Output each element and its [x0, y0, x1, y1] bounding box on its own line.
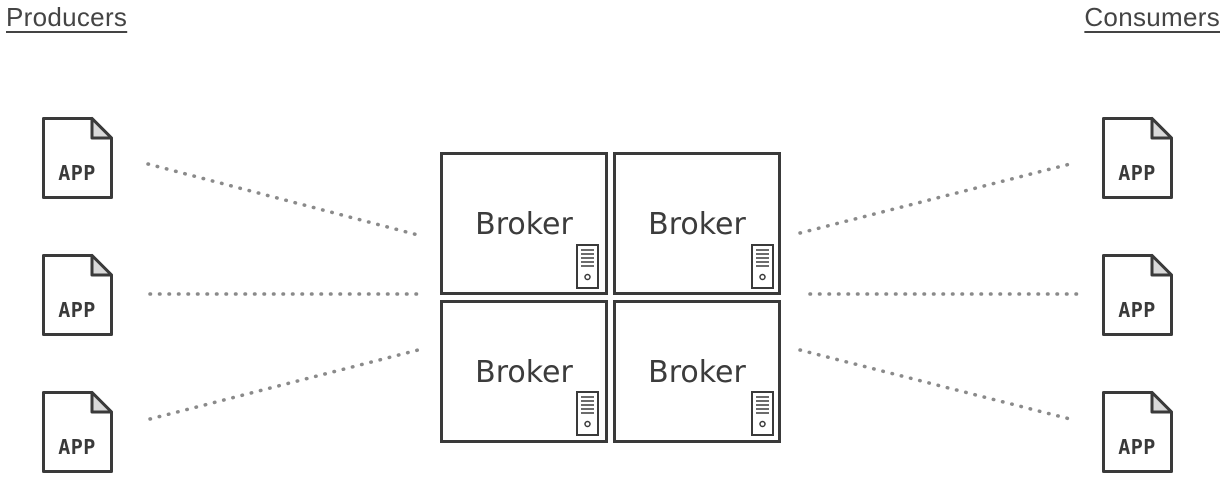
app-label: APP	[1118, 161, 1156, 185]
server-icon	[576, 244, 599, 289]
broker-label: Broker	[475, 355, 573, 390]
connector-line	[798, 162, 1072, 235]
server-icon	[751, 244, 774, 289]
app-label: APP	[58, 298, 96, 322]
broker-label: Broker	[648, 355, 746, 390]
connector-line	[798, 348, 1072, 421]
connector-line	[148, 348, 420, 421]
producers-heading: Producers	[6, 2, 128, 32]
page-corner	[1150, 117, 1173, 140]
producer-app-1: APP	[42, 117, 113, 199]
broker-2: Broker	[613, 152, 781, 295]
app-label: APP	[58, 435, 96, 459]
app-label: APP	[1118, 298, 1156, 322]
broker-label: Broker	[648, 207, 746, 242]
connector-line	[146, 162, 420, 237]
app-label: APP	[1118, 435, 1156, 459]
broker-3: Broker	[440, 300, 608, 443]
producer-connectors	[146, 162, 420, 421]
app-label: APP	[58, 161, 96, 185]
consumers-heading: Consumers	[1084, 2, 1220, 32]
broker-1: Broker	[440, 152, 608, 295]
consumer-connectors	[798, 162, 1080, 421]
page-corner	[90, 117, 113, 140]
page-corner	[90, 391, 113, 414]
page-corner	[90, 254, 113, 277]
consumer-app-3: APP	[1102, 391, 1173, 473]
page-corner	[1150, 254, 1173, 277]
broker-label: Broker	[475, 207, 573, 242]
consumer-app-1: APP	[1102, 117, 1173, 199]
page-corner	[1150, 391, 1173, 414]
producer-app-3: APP	[42, 391, 113, 473]
producer-app-2: APP	[42, 254, 113, 336]
server-icon	[576, 391, 599, 436]
broker-4: Broker	[613, 300, 781, 443]
consumer-app-2: APP	[1102, 254, 1173, 336]
server-icon	[751, 391, 774, 436]
